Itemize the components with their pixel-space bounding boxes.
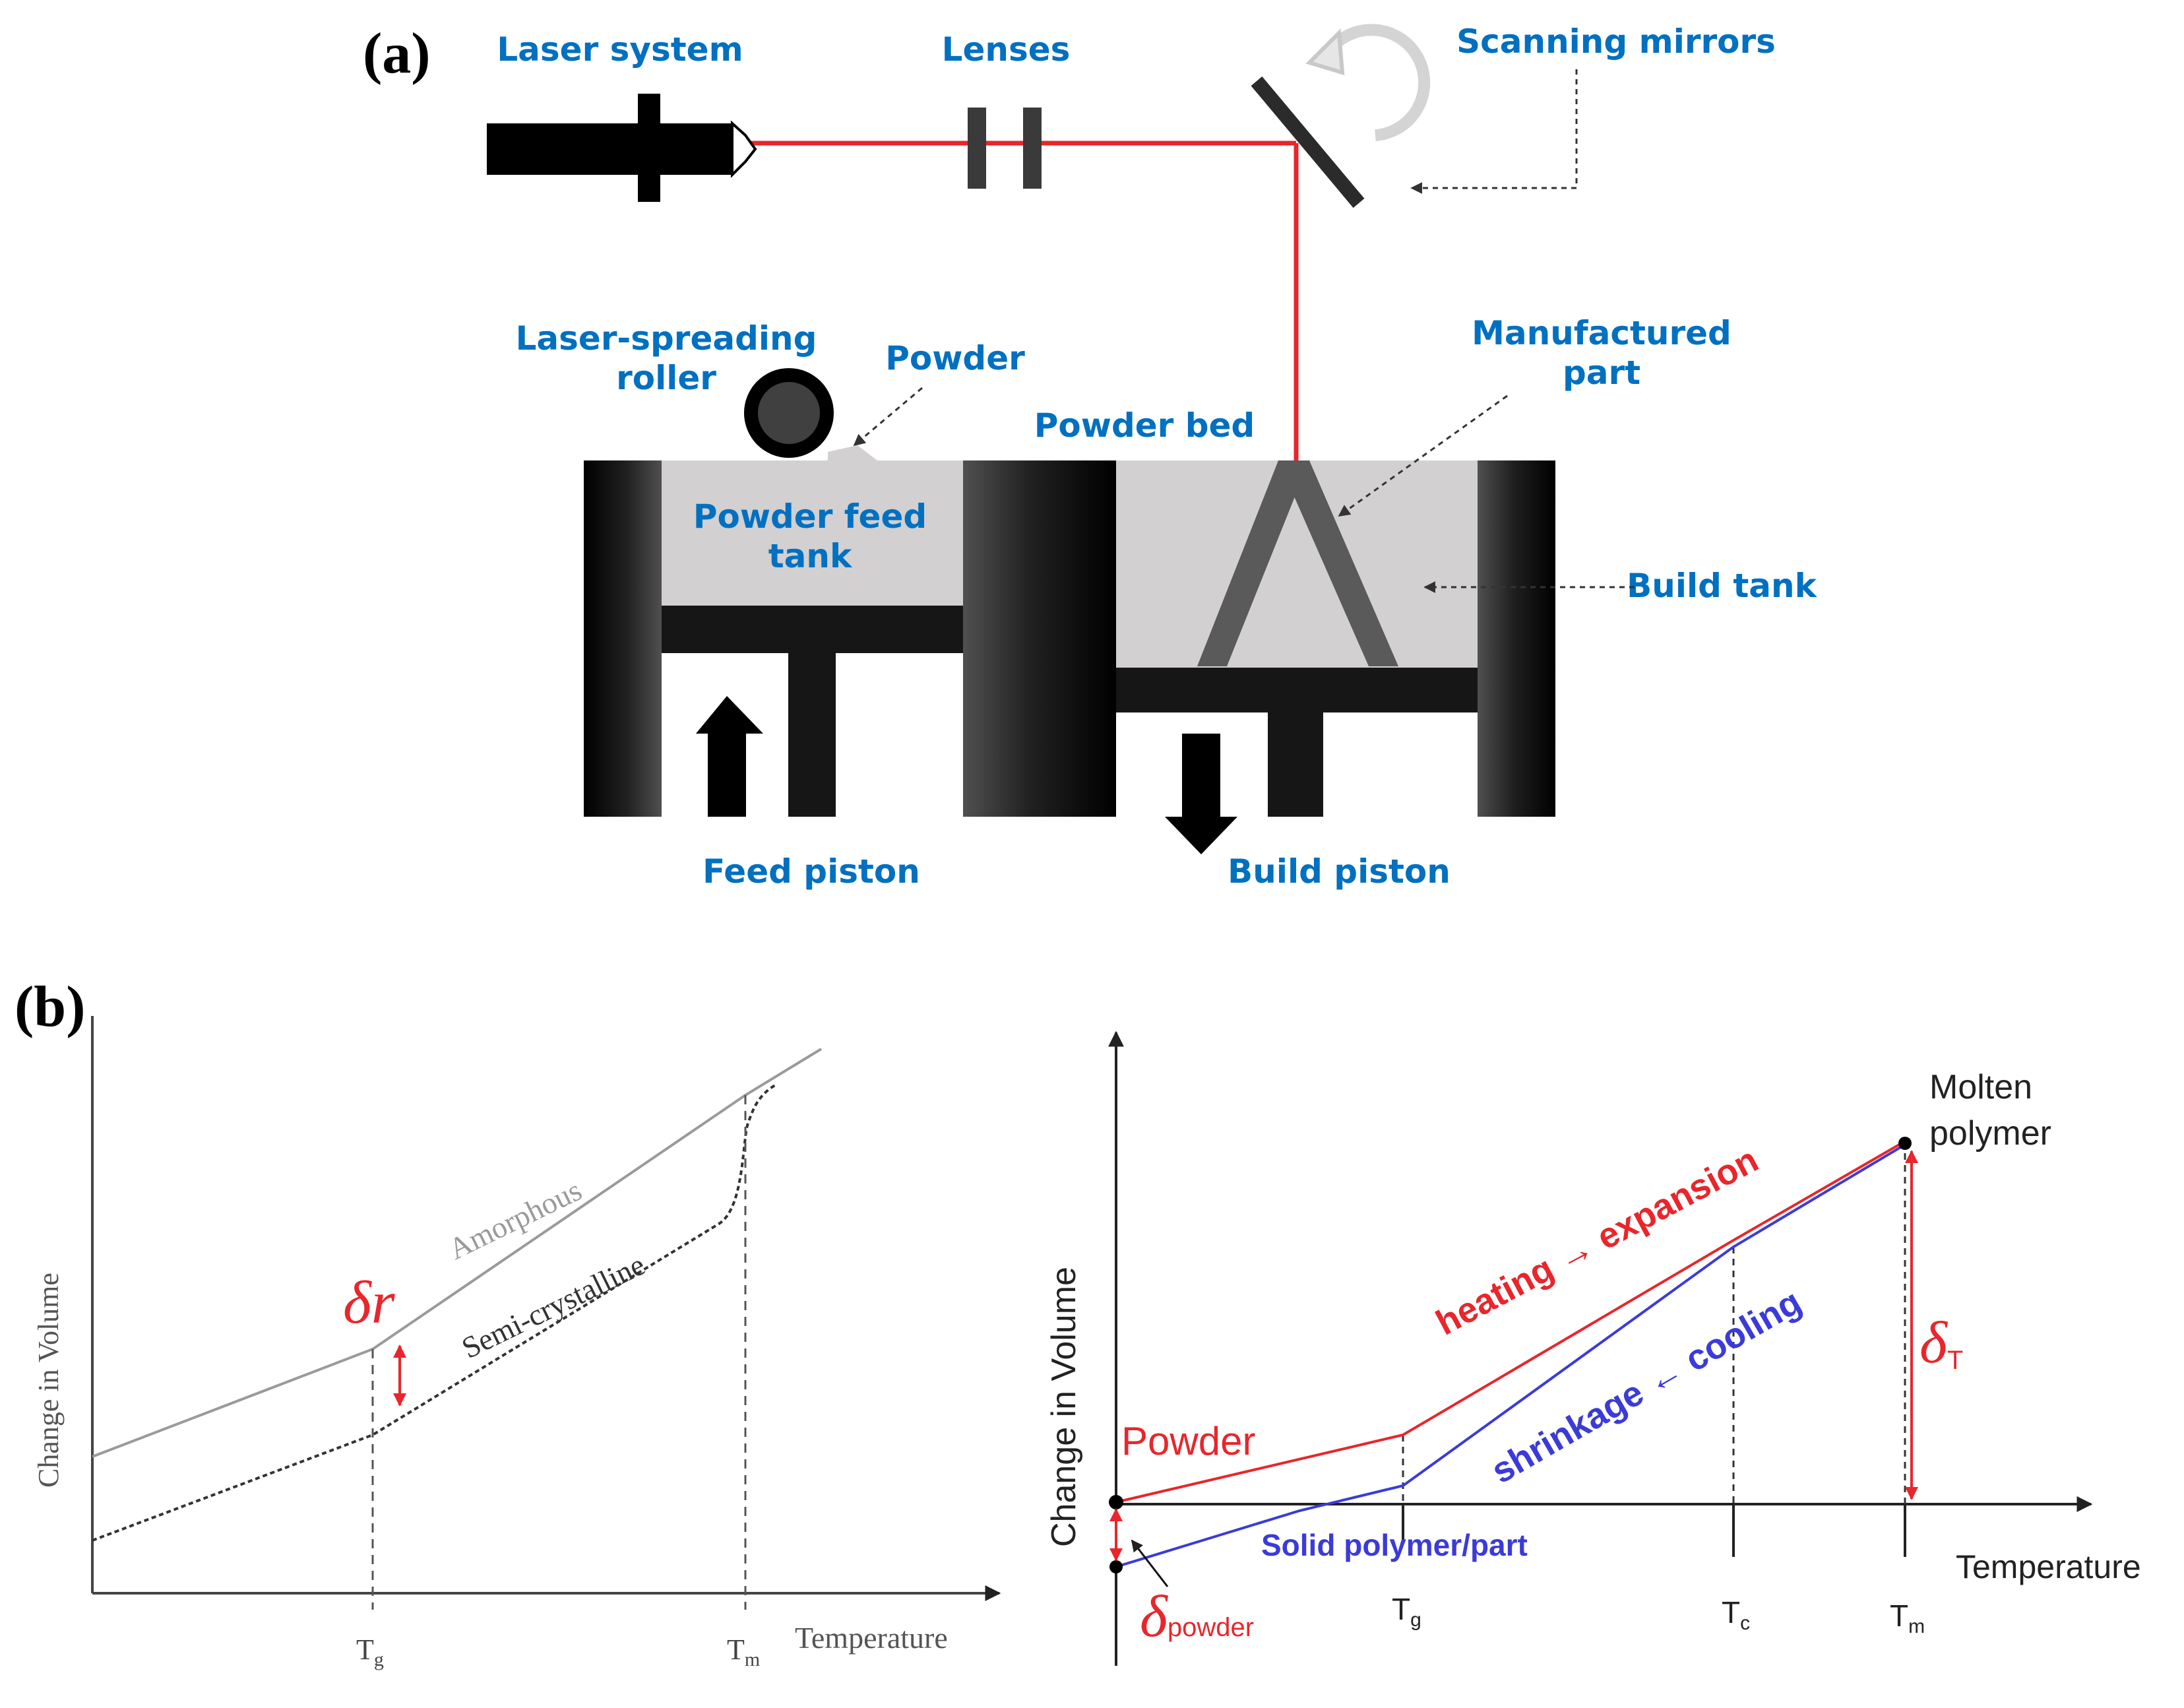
powder-label: Powder xyxy=(1121,1419,1255,1463)
roller-icon xyxy=(744,368,834,458)
powder-feed-area xyxy=(661,460,963,606)
build-tank-right-wall xyxy=(1478,460,1555,817)
scanning-mirror-icon xyxy=(1251,76,1365,208)
molten-point xyxy=(1898,1137,1912,1150)
label-powder-bed: Powder bed xyxy=(1034,406,1255,445)
lenses-icon xyxy=(968,108,1042,189)
label-scanning-mirrors: Scanning mirrors xyxy=(1456,22,1776,61)
left-ylabel: Change in Volume xyxy=(32,1273,65,1488)
center-wall xyxy=(963,460,1116,817)
part-pointer-line xyxy=(1338,395,1508,517)
label-build-piston: Build piston xyxy=(1228,852,1451,891)
left-tg-label: Tg xyxy=(356,1633,384,1670)
right-tg-label: Tg xyxy=(1392,1592,1421,1631)
laser-system-icon xyxy=(487,94,757,202)
left-volume-chart: Change in Volume Temperature δr Amorphou… xyxy=(32,1016,1001,1670)
panel-b-label: (b) xyxy=(15,975,86,1039)
rotate-arrow-icon xyxy=(1305,24,1431,141)
manufactured-part xyxy=(1197,460,1398,666)
label-feed-piston: Feed piston xyxy=(702,852,920,891)
label-laser-roller-l1: Laser-spreading xyxy=(516,319,817,358)
delta-r-label: δr xyxy=(343,1269,396,1336)
heating-label: heating → expansion xyxy=(1429,1140,1764,1343)
label-laser-system: Laser system xyxy=(497,30,743,69)
right-tm-label: Tm xyxy=(1890,1598,1925,1637)
label-feed-tank-l2: tank xyxy=(768,537,853,575)
powder-point xyxy=(1109,1495,1123,1509)
molten-label-l2: polymer xyxy=(1929,1114,2051,1153)
molten-label-l1: Molten xyxy=(1929,1068,2032,1106)
delta-powder-pointer xyxy=(1131,1539,1169,1587)
feed-tank-left-wall xyxy=(584,460,662,817)
semicrystalline-line xyxy=(92,1084,776,1542)
semicrystalline-label: Semi-crystalline xyxy=(456,1248,650,1365)
left-tm-label: Tm xyxy=(727,1633,760,1670)
feed-piston-plate xyxy=(662,606,963,653)
label-powder: Powder xyxy=(885,339,1025,377)
label-manufactured-l2: part xyxy=(1563,354,1640,392)
powder-pointer-line xyxy=(853,387,923,447)
panel-a: (a) Laser system Lenses Scanning mirrors xyxy=(363,22,1818,891)
label-feed-tank-l1: Powder feed xyxy=(693,497,927,536)
heating-line xyxy=(1115,1140,1906,1503)
mirror-pointer-line xyxy=(1410,69,1578,194)
label-manufactured-l1: Manufactured xyxy=(1472,314,1732,352)
arrow-up-icon xyxy=(696,696,763,817)
label-laser-roller-l2: roller xyxy=(616,359,716,397)
right-xlabel: Temperature xyxy=(1956,1548,2141,1585)
build-piston-plate xyxy=(1116,668,1478,712)
delta-t-label: δT xyxy=(1919,1310,1963,1376)
cooling-line xyxy=(1115,1143,1906,1568)
arrow-down-icon xyxy=(1165,734,1237,854)
solid-point xyxy=(1109,1560,1123,1573)
shrinkage-label: shrinkage ← cooling xyxy=(1485,1282,1808,1492)
left-xlabel: Temperature xyxy=(795,1621,948,1655)
label-build-tank: Build tank xyxy=(1627,567,1817,605)
right-tc-label: Tc xyxy=(1722,1595,1750,1634)
solid-polymer-label: Solid polymer/part xyxy=(1261,1528,1528,1562)
delta-powder-label: δpowder xyxy=(1140,1584,1254,1649)
label-lenses: Lenses xyxy=(942,30,1071,69)
amorphous-line xyxy=(92,1048,823,1458)
build-piston-rod xyxy=(1268,712,1323,817)
feed-piston-rod xyxy=(788,653,836,817)
right-ylabel: Change in Volume xyxy=(1045,1267,1083,1547)
right-volume-chart: Change in Volume Temperature Molten poly… xyxy=(1045,1030,2141,1666)
panel-a-label: (a) xyxy=(363,22,431,86)
